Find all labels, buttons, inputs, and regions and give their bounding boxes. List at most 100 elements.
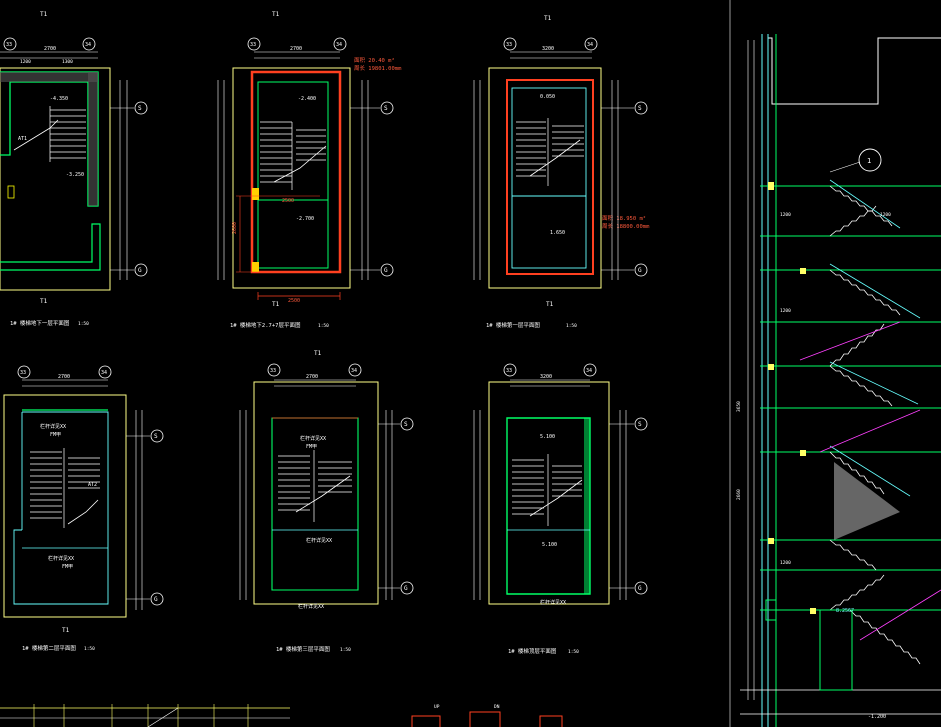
section-mark: T1 [272,11,280,18]
axis-label: G [638,267,642,274]
plan-1-treads [49,106,86,162]
dim-text: 2700 [290,46,302,52]
axis-label: 34 [587,42,593,48]
section-roof-outline [768,37,941,105]
plan-3-level: 1.650 [550,230,565,236]
axis-label: 34 [101,370,107,376]
plan-5-outline [253,381,379,605]
plan-1-wall [0,223,101,271]
dim-text: 2700 [306,374,318,380]
plan-6-arrow [529,479,583,517]
detail-profiles [411,711,563,727]
plan-5-tag: FM甲 [306,444,317,450]
section-level: -1.200 [868,714,886,720]
axis-label: G [138,267,142,274]
axis-label: 33 [20,370,26,376]
plan-1-wall-fill [0,72,98,82]
plan-6: 5.100 5.100 栏杆详见XX 3200 33 34 S G 1# 楼梯顶… [473,363,648,655]
stair-section: 1 1200 1200 1200 1200 3650 2660 8.2567 -… [729,0,941,727]
plan-scale: 1:50 [318,323,329,329]
dim-text: 2600 [232,222,238,234]
detail-label: DN [494,704,500,710]
plan-1-wall [0,71,99,207]
plan-3-level: 0.050 [540,94,555,100]
dim-text: 1200 [20,59,31,65]
plan-2-level: -2.700 [296,216,314,222]
area-note: 周长 19801.00mm [354,64,402,72]
plan-2-level: -2.400 [298,96,316,102]
axis-label: G [384,267,388,274]
plan-scale: 1:50 [568,649,579,655]
plan-6-level: 5.100 [542,542,557,548]
axis-bubble [3,37,17,51]
section-mark: T1 [314,350,322,357]
plan-6-outline [488,381,610,605]
dim-text: 1200 [780,560,791,566]
axis-label: G [154,596,158,603]
plan-5-treads [278,450,352,522]
section-mark: T1 [544,15,552,22]
plan-5-note: 栏杆详见XX [298,603,324,610]
dim-text: 1200 [780,212,791,218]
dim-text: 2660 [736,489,742,500]
schedule-table [0,704,290,727]
plan-2: 2600 2500 2500 -2.400 -2.700 面积 20.40 m²… [217,11,402,329]
plan-2-arrow [273,145,327,183]
plan-5: 栏杆详见XX FM甲 栏杆详见XX 栏杆详见XX T1 2700 33 34 S… [239,350,414,653]
stair-flights [829,185,921,665]
section-columns [765,599,853,691]
plan-3: 0.050 1.650 面积 18.950 m² 周长 18800.00mm T… [473,15,650,329]
plan-4-note: 栏杆详见XX [40,423,66,430]
axis-label: 33 [506,42,512,48]
handrails [829,179,921,497]
axis-bubble [82,37,96,51]
axis-label: S [638,105,642,112]
plan-5-arrow [295,475,351,513]
section-level: 8.2567 [836,608,854,614]
plan-4-tag: AT2 [88,482,97,488]
plan-4: 栏杆详见XX FM甲 栏杆详见XX FM甲 AT2 T1 2700 33 34 … [3,365,164,652]
plan-title: 1# 楼梯地下2.7+7层平面图 [230,321,301,329]
plan-2-column [252,262,259,272]
detail-label: UP [434,704,440,710]
area-note: 面积 18.950 m² [602,215,646,222]
axis-label: 33 [6,42,12,48]
axis-label: G [638,585,642,592]
dim-text: 2700 [58,374,70,380]
plan-3-arrow [529,139,581,177]
section-mark: T1 [546,301,554,308]
brick-wall-hatch [834,462,900,540]
plan-2-inner [257,81,329,269]
plan-4-wall [13,411,109,605]
dim-text: 2500 [282,198,294,204]
plan-title: 1# 楼梯第一层平面图 [486,321,540,329]
plan-2-outline [232,67,351,289]
plan-scale: 1:50 [566,323,577,329]
plan-6-wall [506,417,591,595]
axis-label: 34 [586,368,592,374]
plan-5-note: 栏杆详见XX [306,537,332,544]
axis-label: 33 [250,42,256,48]
plan-title: 1# 楼梯第三层平面图 [276,645,330,653]
plan-2-area-outline [250,70,342,274]
axis-label: S [638,421,642,428]
axis-label: 33 [270,368,276,374]
plan-6-level: 5.100 [540,434,555,440]
plan-1-wall-fill [88,72,98,206]
plan-1-outline [0,67,111,291]
axis-label: G [404,585,408,592]
plan-6-treads [512,454,582,526]
section-mark: T1 [272,301,280,308]
handrails-magenta [799,321,941,641]
dim-text: 2500 [288,298,300,304]
plan-title: 1# 楼梯第二层平面图 [22,644,76,652]
axis-bubble [134,263,148,277]
section-mark: T1 [62,627,70,634]
plan-3-inner [511,87,587,269]
plan-scale: 1:50 [340,647,351,653]
plan-1-tag: AT1 [18,136,27,142]
plan-4-tag: FM甲 [62,564,73,570]
plan-scale: 1:50 [78,321,89,327]
dim-text: 1200 [780,308,791,314]
